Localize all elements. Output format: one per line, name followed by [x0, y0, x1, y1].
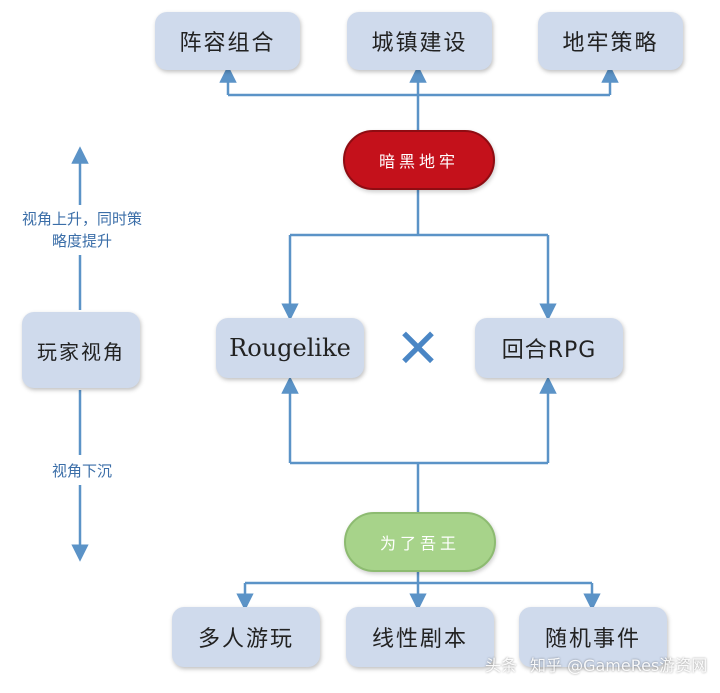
box-turn-based-rpg: 回合RPG	[475, 318, 623, 378]
label-view-up-line1: 视角上升，同时策	[21, 210, 142, 228]
box-dungeon-strategy: 地牢策略	[538, 12, 683, 70]
box-town-building: 城镇建设	[347, 12, 492, 70]
box-lineup: 阵容组合	[155, 12, 300, 70]
label-view-up: 视角上升，同时策 略度提升	[4, 208, 160, 252]
box-rougelike: Rougelike	[216, 318, 364, 378]
box-random-events: 随机事件	[519, 607, 667, 667]
box-multiplayer: 多人游玩	[172, 607, 320, 667]
watermark-zhihu: 知乎 @GameRes游资网	[530, 656, 708, 675]
label-view-down: 视角下沉	[51, 462, 112, 480]
label-view-up-line2: 略度提升	[51, 232, 112, 250]
pill-for-the-king: 为了吾王	[344, 512, 496, 572]
box-player-view: 玩家视角	[22, 312, 140, 388]
pill-darkest-dungeon: 暗黑地牢	[343, 130, 495, 190]
rpg-label: 回合RPG	[501, 338, 597, 363]
box-linear-script: 线性剧本	[346, 607, 494, 667]
cross-icon: ✕	[395, 316, 441, 380]
watermark-toutiao: 头条	[485, 656, 518, 675]
